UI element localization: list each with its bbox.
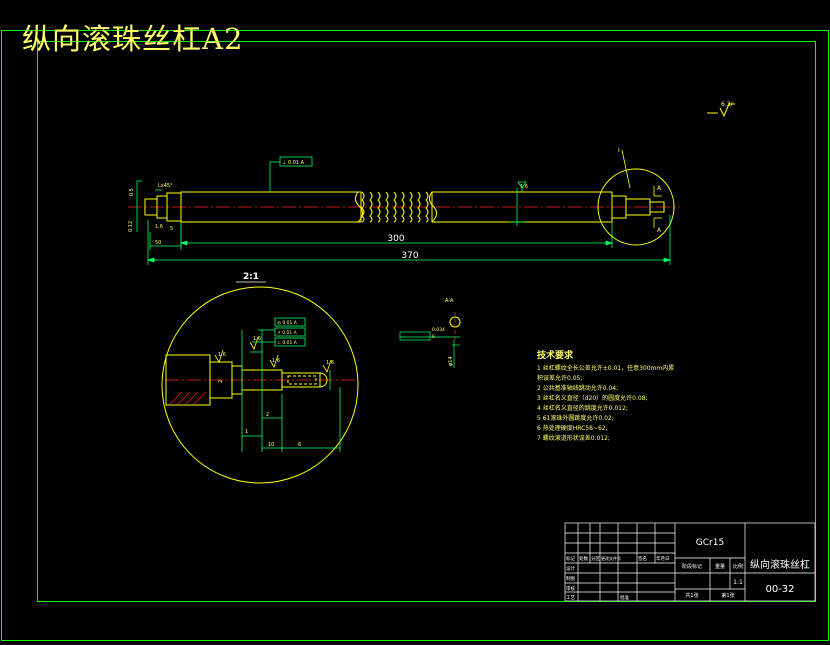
svg-text:处数: 处数 <box>579 555 588 562</box>
svg-text:50: 50 <box>155 240 161 246</box>
svg-text:0.034: 0.034 <box>432 327 445 333</box>
svg-text:积误差允许0.05;: 积误差允许0.05; <box>537 374 582 382</box>
svg-text:1.6: 1.6 <box>520 184 528 190</box>
svg-text:00-32: 00-32 <box>765 584 794 595</box>
svg-text:重量: 重量 <box>715 563 725 570</box>
drawing-title: 纵向滚珠丝杠A2 <box>22 22 244 56</box>
svg-text:阶段标记: 阶段标记 <box>682 563 702 570</box>
svg-text:5 61滚珠外圆跳度允许0.02;: 5 61滚珠外圆跳度允许0.02; <box>537 414 614 422</box>
detail-view: 2:1 <box>161 272 359 484</box>
svg-text:Lx45°: Lx45° <box>158 183 173 189</box>
svg-text:A-A: A-A <box>445 298 454 304</box>
outer-frame <box>1 30 829 641</box>
svg-text:I: I <box>618 147 620 154</box>
svg-text:⊥ 0.01 A: ⊥ 0.01 A <box>277 340 298 346</box>
svg-text:φ14: φ14 <box>448 356 454 366</box>
svg-text:6: 6 <box>298 442 301 448</box>
svg-text:1.6: 1.6 <box>253 336 261 342</box>
svg-text:6.3/: 6.3/ <box>721 101 734 108</box>
svg-text:3 丝杠名义直径（d20）的圆度允许0.08;: 3 丝杠名义直径（d20）的圆度允许0.08; <box>537 394 648 402</box>
svg-text:GCr15: GCr15 <box>696 538 724 548</box>
inner-frame <box>37 41 816 602</box>
svg-text:5: 5 <box>170 226 173 232</box>
svg-text:1.6: 1.6 <box>155 224 163 230</box>
svg-text:设计: 设计 <box>566 565 575 572</box>
svg-text:纵向滚珠丝杠: 纵向滚珠丝杠 <box>750 558 810 571</box>
svg-text:370: 370 <box>401 251 418 261</box>
svg-text:2 公共基准轴线跳动允许0.04;: 2 公共基准轴线跳动允许0.04; <box>537 384 618 392</box>
section-aa-view: A-A 0.034 6 φ14 <box>399 298 461 368</box>
svg-text:更改文件号: 更改文件号 <box>601 555 621 561</box>
svg-text:签名: 签名 <box>638 555 647 562</box>
svg-text:⊥ 0.01 A: ⊥ 0.01 A <box>282 160 305 166</box>
svg-text:2:1: 2:1 <box>243 272 259 282</box>
svg-text:第1张: 第1张 <box>721 592 734 599</box>
main-view: ⊥ 0.01 A 0.5 0.12 1.6 5 Lx45° 50 1.6 <box>128 147 680 265</box>
svg-text:A: A <box>657 185 662 192</box>
svg-text:A: A <box>657 227 662 234</box>
svg-text:300: 300 <box>387 234 404 244</box>
svg-text:10: 10 <box>268 442 274 448</box>
svg-text:审核: 审核 <box>566 585 575 592</box>
svg-text:4 丝杠名义直径的跳度允许0.012;: 4 丝杠名义直径的跳度允许0.012; <box>537 404 628 412</box>
svg-text:0.5: 0.5 <box>129 188 135 196</box>
tech-req-heading: 技术要求 <box>537 349 574 361</box>
svg-text:2: 2 <box>266 412 269 418</box>
svg-text:6: 6 <box>432 334 435 340</box>
svg-text:◎ 0.01 A: ◎ 0.01 A <box>277 320 298 326</box>
svg-text:分区: 分区 <box>591 555 600 562</box>
title-block <box>564 522 816 602</box>
svg-text:1 丝杠螺纹全长公差允许±0.01，任意300mm内累: 1 丝杠螺纹全长公差允许±0.01，任意300mm内累 <box>537 364 674 372</box>
svg-text:1:1: 1:1 <box>733 579 743 586</box>
svg-text:1: 1 <box>245 429 248 435</box>
svg-text:0.12: 0.12 <box>128 221 134 232</box>
svg-text:2: 2 <box>218 380 224 383</box>
svg-text:↗ 0.01 A: ↗ 0.01 A <box>277 330 298 336</box>
svg-text:共1张: 共1张 <box>685 592 698 599</box>
svg-text:1.6: 1.6 <box>272 358 280 364</box>
svg-text:1.6: 1.6 <box>326 360 334 366</box>
svg-text:制图: 制图 <box>566 575 575 582</box>
detail-circle-i <box>597 168 675 246</box>
surface-finish-mark: 6.3/ <box>707 101 735 118</box>
svg-text:批准: 批准 <box>620 594 629 601</box>
svg-text:年月日: 年月日 <box>656 555 670 562</box>
title-block-texts: GCr15 纵向滚珠丝杠 00-32 1:1 阶段标记 重量 比例 共1张 第1… <box>566 538 810 601</box>
svg-text:工艺: 工艺 <box>566 595 575 601</box>
svg-text:6 热处理硬度HRC58~62;: 6 热处理硬度HRC58~62; <box>537 424 608 432</box>
svg-text:标记: 标记 <box>566 555 575 562</box>
svg-text:1.6: 1.6 <box>218 352 226 358</box>
svg-text:比例: 比例 <box>733 563 743 570</box>
svg-text:7 螺纹滚道形状误差0.012;: 7 螺纹滚道形状误差0.012; <box>537 434 610 442</box>
technical-requirements: 技术要求 1 丝杠螺纹全长公差允许±0.01，任意300mm内累 积误差允许0.… <box>537 349 674 442</box>
main-tol-box: ⊥ 0.01 A <box>269 156 313 192</box>
